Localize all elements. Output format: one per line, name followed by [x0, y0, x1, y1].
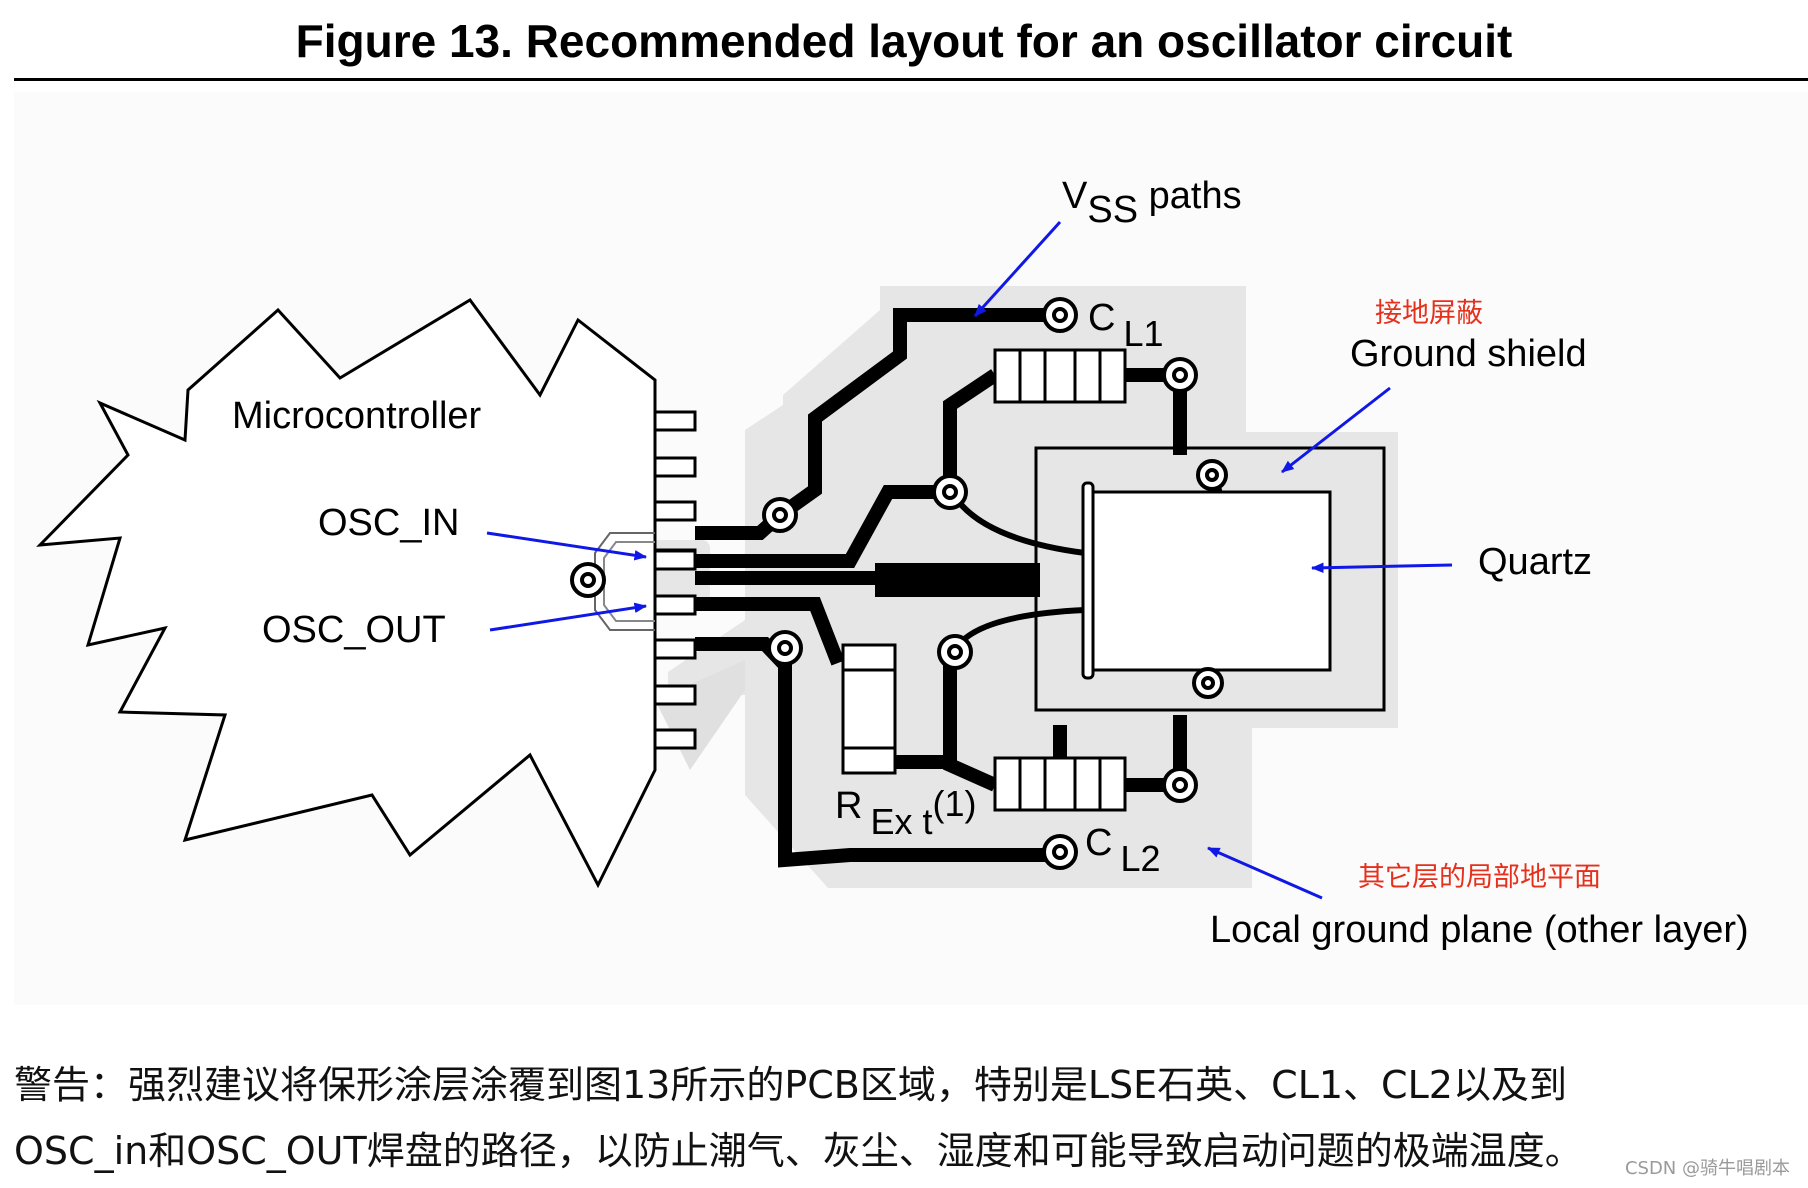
cl2-c: C — [1085, 822, 1112, 864]
mcu-pin — [653, 456, 697, 478]
quartz-feed-pad — [875, 563, 1040, 597]
arrow-ground-shield — [1281, 386, 1391, 474]
vss-paths: paths — [1138, 175, 1242, 217]
warning-line-2: OSC_in和OSC_OUT焊盘的路径，以防止潮气、灰尘、湿度和可能导致启动问题… — [14, 1129, 1583, 1173]
cl2-subscript: L2 — [1120, 838, 1160, 879]
label-local-plane: Local ground plane (other layer) — [1210, 909, 1749, 951]
figure-title: Figure 13. Recommended layout for an osc… — [295, 15, 1513, 67]
warning-line-1: 警告：强烈建议将保形涂层涂覆到图13所示的PCB区域，特别是LSE石英、CL1、… — [14, 1063, 1567, 1107]
label-vss: VSS paths — [1062, 175, 1242, 231]
label-ground-shield: Ground shield — [1350, 333, 1587, 375]
arrow-quartz — [1310, 562, 1453, 574]
vias — [570, 297, 1228, 870]
cl1-subscript: L1 — [1123, 313, 1163, 354]
rext-superscript: (1) — [932, 783, 976, 824]
mcu-pin — [653, 410, 697, 432]
rext-subscript: Ex t — [870, 801, 932, 842]
arrow-osc-out — [489, 602, 648, 632]
mcu-pin — [653, 500, 697, 522]
quartz-electrode — [1081, 481, 1095, 680]
mcu-pin — [653, 684, 697, 706]
arrow-osc-in — [486, 531, 648, 561]
resistor-rext — [841, 643, 897, 775]
label-osc-in: OSC_IN — [318, 502, 459, 544]
label-quartz: Quartz — [1478, 541, 1592, 583]
label-osc-out: OSC_OUT — [262, 609, 446, 651]
watermark: CSDN @骑牛唱剧本 — [1624, 1158, 1790, 1179]
label-local-plane-cn: 其它层的局部地平面 — [1358, 862, 1601, 893]
label-ground-shield-cn: 接地屏蔽 — [1375, 298, 1483, 329]
capacitor-cl1 — [993, 348, 1127, 404]
quartz-body — [1086, 490, 1332, 672]
title-rule — [14, 78, 1808, 81]
mcu-pin-osc-out — [653, 594, 697, 616]
mcu-pin-osc-in — [653, 549, 697, 571]
vss-v: V — [1062, 175, 1088, 217]
mcu-pin — [653, 728, 697, 750]
cl1-c: C — [1088, 297, 1115, 339]
warning-text: 警告：强烈建议将保形涂层涂覆到图13所示的PCB区域，特别是LSE石英、CL1、… — [14, 1052, 1794, 1184]
microcontroller-outline — [36, 298, 657, 889]
mcu-pin — [653, 638, 697, 660]
callout-arrows — [486, 220, 1453, 900]
label-microcontroller: Microcontroller — [232, 395, 482, 437]
capacitor-cl2 — [993, 756, 1127, 812]
arrow-local-plane — [1207, 846, 1323, 900]
mcu-pins — [653, 410, 697, 750]
arrow-vss — [973, 220, 1062, 318]
rext-r: R — [835, 785, 862, 827]
vss-subscript: SS — [1087, 189, 1138, 231]
